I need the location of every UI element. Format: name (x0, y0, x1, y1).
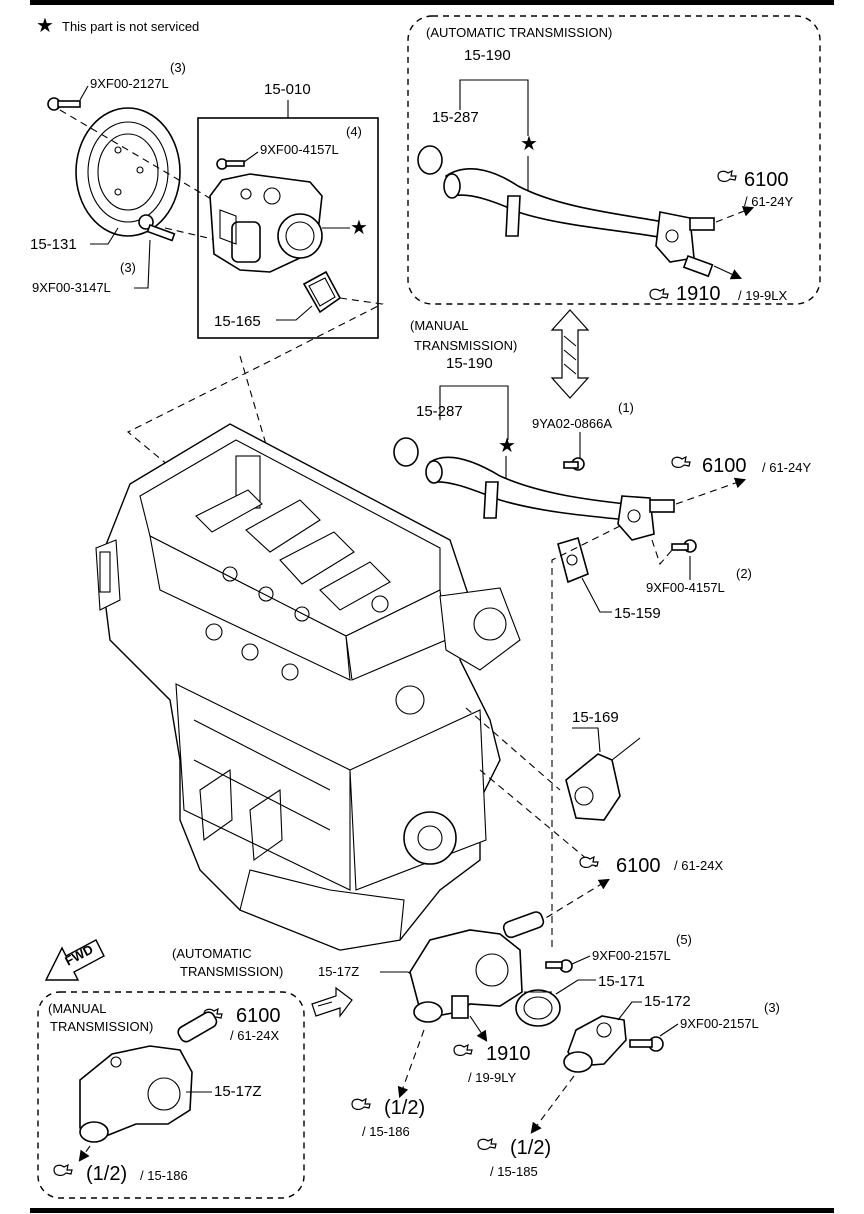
mt-oring-label: 15-287 (416, 403, 463, 420)
fwd-arrow-icon: FWD (44, 939, 105, 981)
ref-symbol-icon (671, 456, 691, 468)
ref-185-num: (1/2) (510, 1137, 551, 1159)
pump-star-icon: ★ (350, 217, 368, 239)
pulley-bolt2-icon (138, 214, 176, 242)
mt-star-icon: ★ (498, 435, 516, 457)
mt-bolt-icon (671, 539, 697, 553)
cover-bolt-code: 9XF00-2157L (680, 1016, 759, 1031)
star-icon: ★ (36, 15, 54, 37)
ref-symbol-icon (53, 1164, 73, 1177)
mt-stud-qty: (1) (618, 400, 634, 415)
mt-gasket-label: 15-159 (614, 605, 661, 622)
thermo-bolt-code: 9XF00-2157L (592, 948, 671, 963)
thermo-cover-icon (563, 1015, 627, 1073)
ref-185-code: / 15-185 (490, 1164, 538, 1179)
ref-6100-code: / 61-24X (674, 858, 723, 873)
mt2-outlet-label: 15-17Z (214, 1083, 262, 1100)
mt-pipe-label: 15-190 (446, 355, 493, 372)
mt-header-1: (MANUAL (410, 318, 469, 333)
ref-symbol-icon (579, 856, 599, 869)
ref-symbol-icon (351, 1098, 371, 1111)
mt-stud-icon (563, 457, 585, 471)
ref-symbol-icon (649, 288, 669, 300)
pulley-group (59, 107, 261, 251)
mt2-ref1-code: / 61-24X (230, 1028, 279, 1043)
at2-header-2: TRANSMISSION) (180, 964, 283, 979)
mt-bolt-qty: (2) (736, 566, 752, 581)
thermo-bolt-qty: (5) (676, 932, 692, 947)
mt-ref1-num: 6100 (702, 455, 747, 477)
water-pump-icon (209, 173, 323, 273)
thermo-cover-label: 15-172 (644, 993, 691, 1010)
mt2-header-2: TRANSMISSION) (50, 1019, 153, 1034)
at2-header-1: (AUTOMATIC (172, 946, 252, 961)
ref-186-code: / 15-186 (362, 1124, 410, 1139)
pump-bolt-icon (216, 158, 245, 170)
mt2-ref1-num: 6100 (236, 1005, 281, 1027)
pulley-bolt-code: 9XF00-2127L (90, 76, 169, 91)
pulley-bolt2-code: 9XF00-3147L (32, 280, 111, 295)
ref-symbol-icon (717, 170, 737, 182)
water-outlet-icon (409, 911, 545, 1023)
ref-1910-code: / 19-9LY (468, 1070, 517, 1085)
mt-pipe-icon (393, 437, 675, 541)
at-pipe-box (407, 15, 821, 305)
pump-gasket-label: 15-165 (214, 313, 261, 330)
at-ref2-code: / 19-9LX (738, 288, 787, 303)
mt-outlet-icon (79, 1011, 218, 1143)
ref-186-num: (1/2) (384, 1097, 425, 1119)
mt-outlet-box (37, 991, 305, 1199)
thermo-bolt-icon (545, 959, 573, 973)
gasket-169-icon (565, 737, 641, 821)
at-pipe-icon (417, 145, 715, 278)
at-ref1-num: 6100 (744, 169, 789, 191)
thermostat-label: 15-171 (598, 973, 645, 990)
mt2-ref186-code: / 15-186 (140, 1168, 188, 1183)
mt-header-2: TRANSMISSION) (414, 338, 517, 353)
at-star-icon: ★ (520, 133, 538, 155)
ref-symbol-icon (453, 1044, 473, 1057)
mt2-header-1: (MANUAL (48, 1001, 107, 1016)
at-ref2-num: 1910 (676, 283, 721, 305)
mt-stud-code: 9YA02-0866A (532, 416, 612, 431)
bottom-rule (30, 1208, 834, 1213)
at-oring-label: 15-287 (432, 109, 479, 126)
ref-6100-num: 6100 (616, 855, 661, 877)
double-arrow-icon (550, 309, 590, 399)
at-header: (AUTOMATIC TRANSMISSION) (426, 25, 612, 40)
cover-bolt-icon (629, 1036, 664, 1052)
mt-gasket-icon (557, 536, 589, 584)
ref-1910-num: 1910 (486, 1043, 531, 1065)
pulley-bolt-icon (47, 97, 81, 111)
at-ref1-code: / 61-24Y (744, 194, 793, 209)
ref-symbol-icon (477, 1138, 497, 1151)
pump-bolt-code: 9XF00-4157L (260, 142, 339, 157)
pulley-label: 15-131 (30, 236, 77, 253)
at-pipe-label: 15-190 (464, 47, 511, 64)
pump-bolt-qty: (4) (346, 124, 362, 139)
cover-bolt-qty: (3) (764, 1000, 780, 1015)
pulley-bolt-qty: (3) (170, 60, 186, 75)
engine-block-icon (95, 423, 521, 951)
thermostat-icon (515, 989, 561, 1027)
legend-text: This part is not serviced (62, 19, 199, 34)
mt-bolt-code: 9XF00-4157L (646, 580, 725, 595)
pump-gasket-icon (302, 270, 342, 314)
thick-arrow-icon (311, 986, 353, 1018)
outlet-at-label: 15-17Z (318, 964, 359, 979)
top-rule (30, 0, 834, 5)
water-pump-label: 15-010 (264, 81, 311, 98)
pulley-bolt2-qty: (3) (120, 260, 136, 275)
mt2-ref186-num: (1/2) (86, 1163, 127, 1185)
gasket-169-label: 15-169 (572, 709, 619, 726)
mt-ref1-code: / 61-24Y (762, 460, 811, 475)
